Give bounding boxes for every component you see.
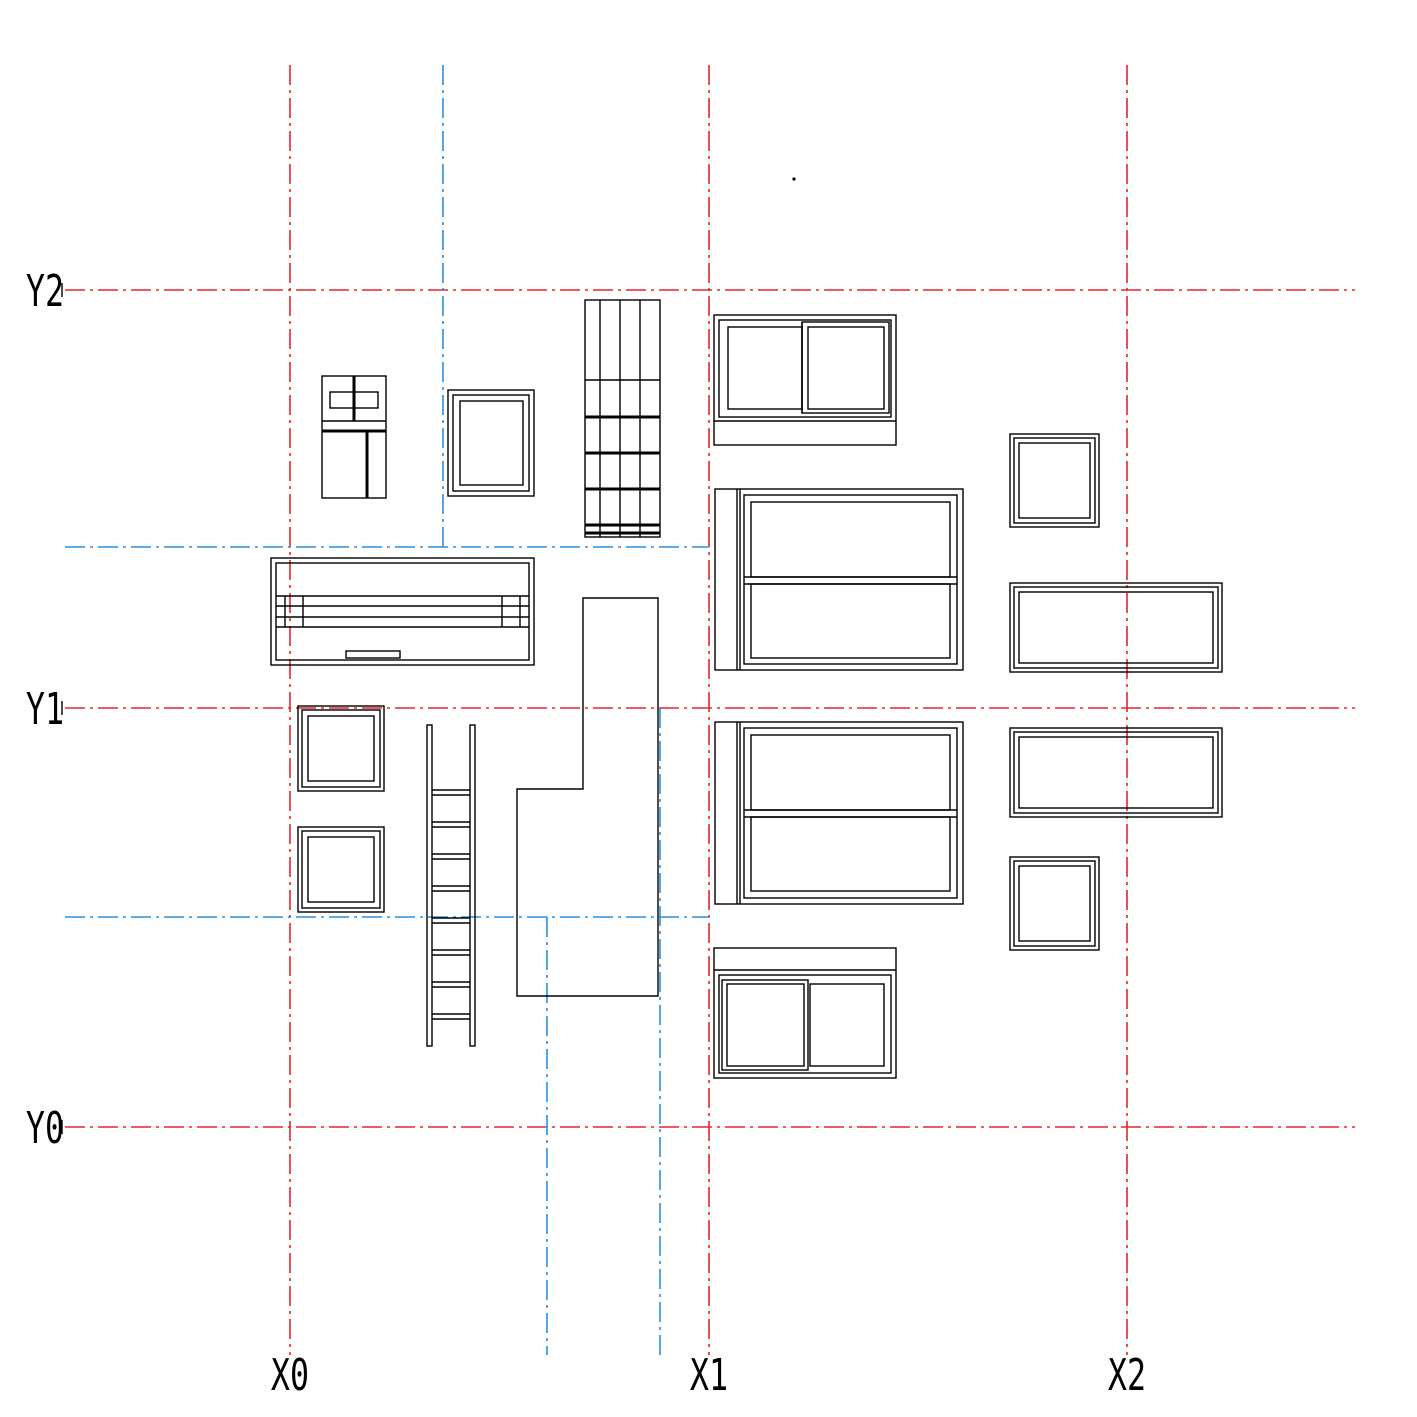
sliding-window-bottom [713,947,897,1079]
x1-label: X1 [690,1350,728,1402]
l-shaped-counter [516,597,659,997]
large-window-upper [714,488,964,671]
wide-window-right-lower [1009,727,1223,818]
ladder [426,724,476,1047]
x2-label: X2 [1108,1350,1146,1402]
square-frame-left-lower [297,826,385,913]
reference-dot [792,177,796,181]
small-cabinet [321,375,387,499]
large-window-lower [714,721,964,905]
sliding-window-top [713,314,897,446]
shelving-unit [584,299,661,538]
square-window-right-top [1009,433,1100,528]
aux-grid [65,65,709,1355]
x0-label: X0 [271,1350,309,1402]
main-grid [65,65,1355,1355]
drawer-cabinet [270,557,535,666]
y0-label: Y0 [26,1103,64,1155]
y2-label: Y2 [26,266,64,318]
wide-window-right-upper [1009,582,1223,673]
picture-frame [447,389,535,497]
y1-label: Y1 [26,684,64,736]
axis-labels: Y2 Y1 Y0 X0 X1 X2 [26,266,1146,1402]
square-frame-left-upper [297,705,385,792]
square-window-right-bottom [1009,856,1100,951]
